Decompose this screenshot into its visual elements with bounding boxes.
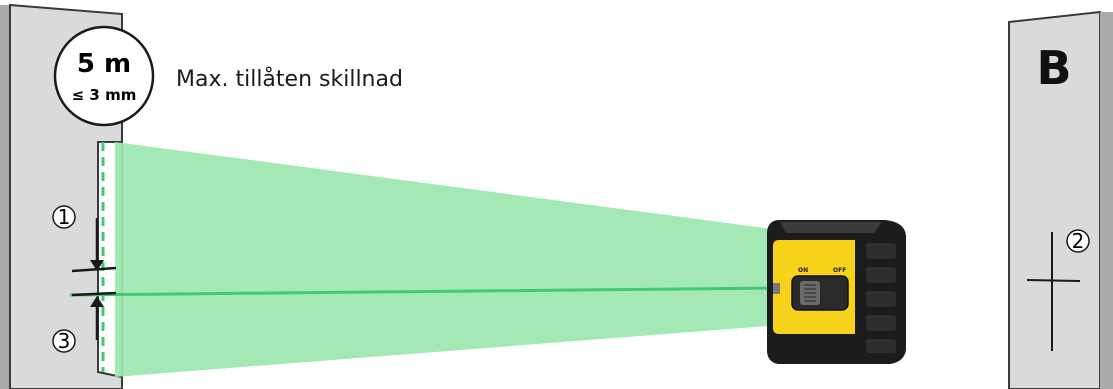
marker-3: 3 bbox=[52, 329, 76, 353]
arrow-down-icon bbox=[90, 260, 104, 271]
wall-b: B 2 bbox=[1008, 10, 1113, 389]
arrow-up-icon bbox=[90, 296, 104, 307]
marker-2-label: 2 bbox=[1072, 229, 1085, 253]
laser-device: ON OFF bbox=[767, 220, 906, 364]
marker-3-label: 3 bbox=[58, 329, 71, 353]
marker-1-label: 1 bbox=[58, 205, 71, 229]
caption-text: Max. tillåten skillnad bbox=[176, 66, 403, 92]
measurement-marks bbox=[71, 218, 117, 340]
marker-1: 1 bbox=[52, 205, 76, 229]
distance-value: 5 m bbox=[77, 49, 131, 79]
laser-beam bbox=[69, 142, 783, 377]
switch-on-label: ON bbox=[798, 267, 808, 274]
marker-2 bbox=[1066, 229, 1090, 253]
tolerance-value: ≤ 3 mm bbox=[72, 86, 137, 104]
switch-off-label: OFF bbox=[833, 267, 846, 274]
distance-badge: 5 m ≤ 3 mm bbox=[53, 25, 155, 127]
wall-b-label: B bbox=[1036, 41, 1071, 95]
